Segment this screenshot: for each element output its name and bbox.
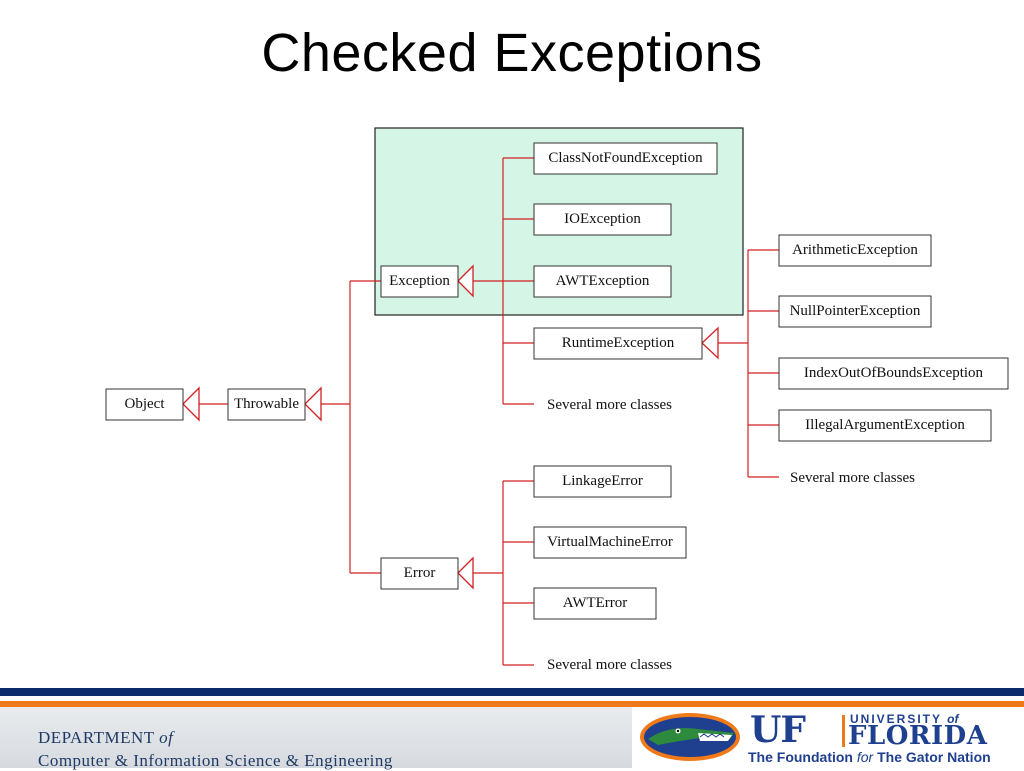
node-error: Error <box>380 557 459 590</box>
node-object-label: Object <box>125 396 166 412</box>
node-indexoutofbounds-label: IndexOutOfBoundsException <box>804 365 984 381</box>
uf-university-word: UNIVERSITY <box>850 712 942 726</box>
inherit-arrow-object <box>182 386 200 422</box>
node-awterror-label: AWTError <box>563 595 628 611</box>
node-nullpointerexception: NullPointerException <box>778 295 932 328</box>
footer-navy-stripe <box>0 688 1024 696</box>
node-runtimeexception: RuntimeException <box>533 327 703 360</box>
node-throwable-label: Throwable <box>234 396 299 412</box>
department-word: DEPARTMENT <box>38 728 155 747</box>
exception-more-label: Several more classes <box>547 397 672 413</box>
node-throwable: Throwable <box>227 388 306 421</box>
node-arithmeticexception: ArithmeticException <box>778 234 932 267</box>
uf-tagline-pre: The Foundation <box>748 749 853 765</box>
node-awterror: AWTError <box>533 587 657 620</box>
slide-title: Checked Exceptions <box>261 23 763 83</box>
uf-letters: UF <box>750 709 806 751</box>
node-linkageerror: LinkageError <box>533 465 672 498</box>
inherit-arrow-exception <box>457 264 474 298</box>
node-arithmetic-label: ArithmeticException <box>792 242 918 258</box>
node-ioexception-label: IOException <box>564 211 641 227</box>
inherit-arrow-error <box>457 556 474 590</box>
uf-logo-banner: UF UNIVERSITY of FLORIDA The Foundation … <box>632 707 1024 768</box>
error-more-label: Several more classes <box>547 657 672 673</box>
node-object: Object <box>105 388 184 421</box>
footer-orange-stripe <box>0 701 1024 707</box>
runtime-more-label: Several more classes <box>790 470 915 486</box>
node-classnotfound-label: ClassNotFoundException <box>548 150 703 166</box>
node-indexoutofboundsexception: IndexOutOfBoundsException <box>778 357 1009 390</box>
uf-university-line: UNIVERSITY of <box>850 712 958 726</box>
department-banner: DEPARTMENT of Computer & Information Sci… <box>0 707 632 770</box>
node-runtimeexception-label: RuntimeException <box>562 335 675 351</box>
node-virtualmachineerror: VirtualMachineError <box>533 526 687 559</box>
node-classnotfoundexception: ClassNotFoundException <box>533 142 718 175</box>
node-illegalargumentexception: IllegalArgumentException <box>778 409 992 442</box>
uf-tagline-post: The Gator Nation <box>877 749 991 765</box>
gator-logo-icon <box>640 713 740 761</box>
node-virtualmachineerror-label: VirtualMachineError <box>547 534 673 550</box>
node-awtexception-label: AWTException <box>556 273 650 289</box>
node-illegalargument-label: IllegalArgumentException <box>805 417 965 433</box>
inherit-arrow-throwable <box>304 386 322 422</box>
department-line-1: DEPARTMENT of <box>38 728 173 748</box>
node-nullpointer-label: NullPointerException <box>790 303 921 319</box>
inherit-arrow-runtime <box>701 326 719 360</box>
uf-tagline: The Foundation for The Gator Nation <box>748 749 991 765</box>
node-ioexception: IOException <box>533 203 672 236</box>
node-awtexception: AWTException <box>533 265 672 298</box>
uf-florida: FLORIDA <box>848 721 988 751</box>
uf-divider <box>842 715 845 747</box>
node-error-label: Error <box>404 565 436 581</box>
uf-tagline-for: for <box>856 749 874 765</box>
slide-footer: DEPARTMENT of Computer & Information Sci… <box>0 688 1024 770</box>
node-exception: Exception <box>380 265 459 298</box>
uf-university-of: of <box>947 712 959 726</box>
department-line-2: Computer & Information Science & Enginee… <box>38 751 393 770</box>
node-linkageerror-label: LinkageError <box>562 473 643 489</box>
node-exception-label: Exception <box>389 273 450 289</box>
department-of: of <box>159 728 174 747</box>
